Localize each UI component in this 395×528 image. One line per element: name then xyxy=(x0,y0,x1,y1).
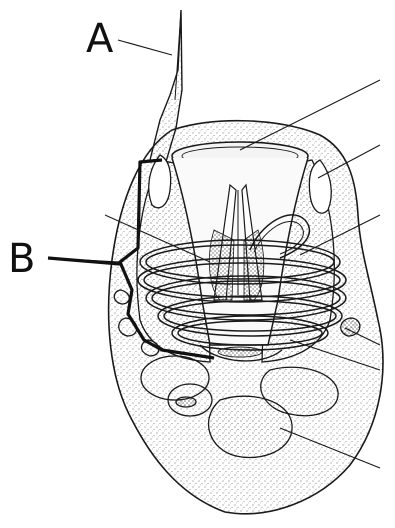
macronucleus-lower xyxy=(209,396,293,457)
label-a: A xyxy=(86,16,114,62)
label-b: B xyxy=(8,236,35,282)
